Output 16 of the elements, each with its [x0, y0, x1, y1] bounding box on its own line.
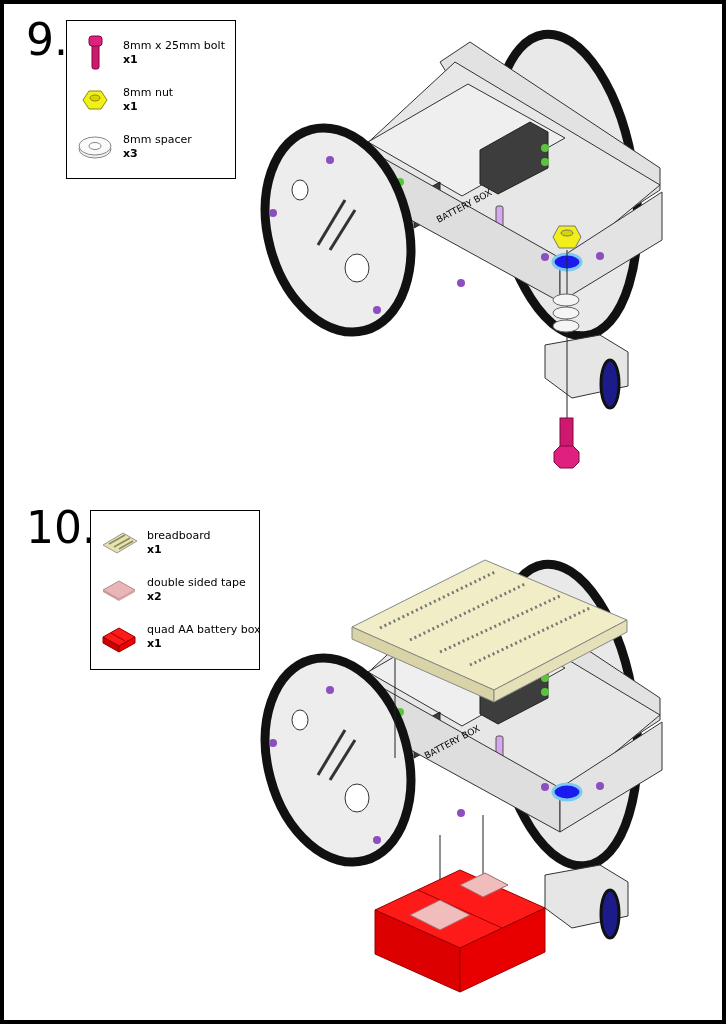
part-name: quad AA battery box [147, 623, 261, 638]
parts-list-box [66, 20, 236, 179]
part-name: breadboard [147, 528, 211, 543]
step-number: 10. [26, 506, 96, 550]
part-quantity: x1 [123, 52, 139, 67]
parts-list-box [90, 510, 260, 670]
part-name: double sided tape [147, 576, 246, 590]
part-quantity: x1 [147, 542, 163, 557]
part-name: 8mm x 25mm bolt [123, 38, 225, 53]
part-quantity: x1 [147, 637, 163, 652]
step-number: 9. [26, 18, 68, 62]
part-quantity: x1 [123, 99, 139, 114]
part-quantity: x2 [147, 590, 163, 604]
part-name: 8mm spacer [123, 132, 192, 147]
part-name: 8mm nut [123, 85, 174, 100]
part-quantity: x3 [123, 146, 139, 161]
